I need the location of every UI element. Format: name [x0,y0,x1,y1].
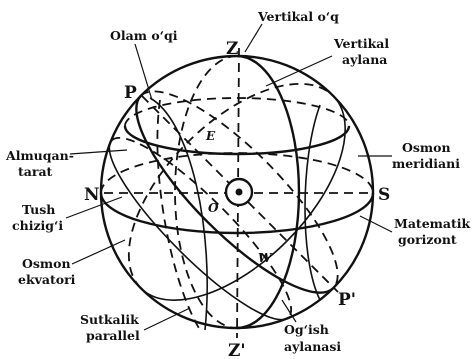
point-pole-north: P [124,83,137,103]
point-east: E [205,129,216,143]
point-pole-south: P' [338,290,356,310]
leader-diurnal-parallel [144,308,190,330]
almucantar-front [125,126,349,154]
label-almucantar-line1: Almuqan- [5,148,74,163]
point-zenith: Z [226,39,238,59]
label-noon-line-line1: Tush [22,202,55,217]
label-vertical-circle-line2: aylana [342,52,387,67]
leader-celestial-equator [72,240,125,264]
label-world-axis: Olam o‘qi [110,28,178,43]
leader-mathematical-horizon [360,216,392,232]
leader-vertical-axis [245,24,262,52]
point-north: N [84,185,100,205]
label-diurnal-parallel-line2: parallel [86,328,140,343]
celestial-equator-front [111,96,333,318]
label-vertical-circle-line1: Vertikal [333,36,389,51]
leader-almucantar [70,150,127,154]
point-center: O [208,201,219,215]
point-west: W [258,251,273,265]
label-mathematical-horizon-line2: gorizont [398,232,457,247]
point-nadir: Z' [228,341,246,359]
label-hour-circle-line2: aylanasi [284,339,341,354]
celestial-equator-back [141,66,363,288]
label-celestial-equator-line2: ekvatori [18,272,76,287]
label-diurnal-parallel-line1: Sutkalik [80,312,139,327]
label-hour-circle-line1: Og‘ish [284,322,329,337]
label-celestial-meridian-line2: meridiani [392,156,460,171]
label-celestial-meridian-line1: Osmon [402,140,451,155]
label-celestial-equator-line1: Osmon [22,256,71,271]
point-south: S [378,185,390,205]
label-noon-line-line2: chizig‘i [12,218,63,233]
label-mathematical-horizon-line1: Matematik [394,216,471,231]
label-almucantar-line2: tarat [18,164,53,179]
label-vertical-axis: Vertikal o‘q [257,9,339,24]
observer-dot [236,189,243,196]
